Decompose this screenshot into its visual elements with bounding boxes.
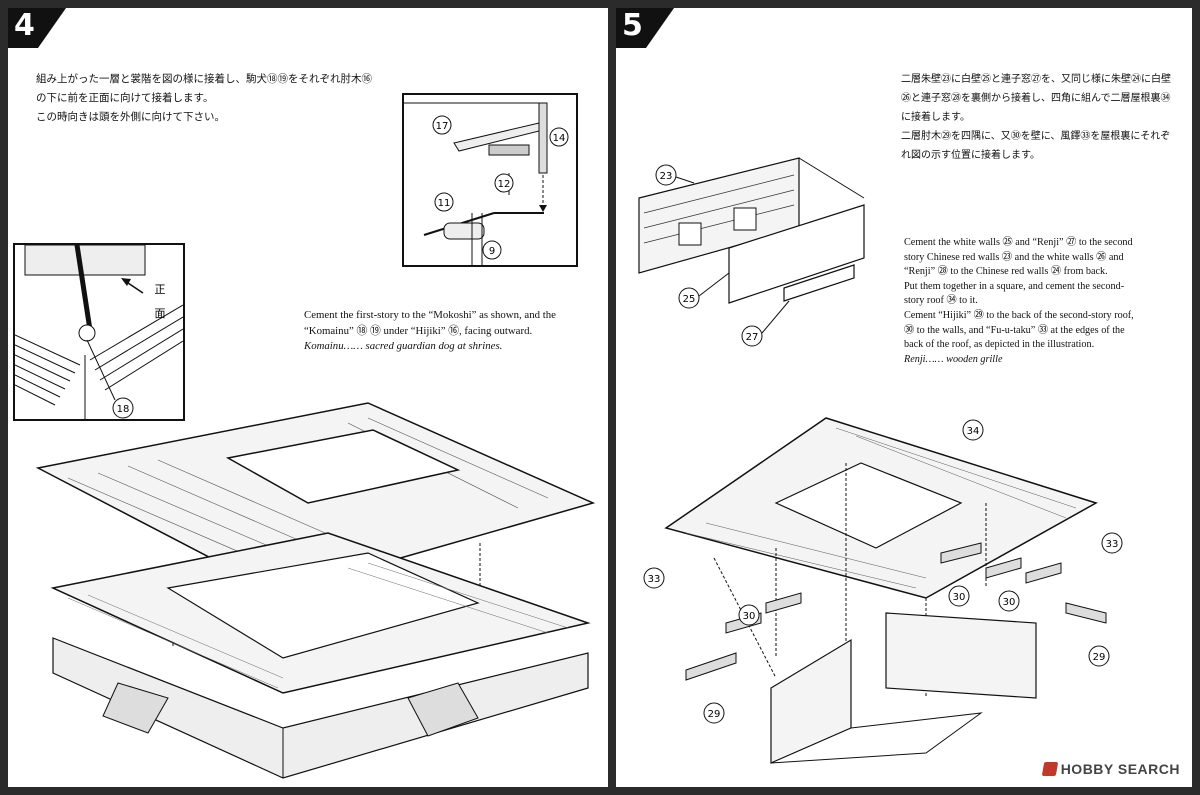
jp-line: 組み上がった一層と裳階を図の様に接着し、駒犬⑱⑲をそれぞれ肘木⑯ [36,73,372,85]
jp-line: 二層朱壁㉓に白壁㉕と連子窓㉗を、又同じ様に朱壁㉔に白壁 [901,74,1171,85]
en-line: story Chinese red walls ㉓ and the white … [904,251,1124,263]
en-line: Put them together in a square, and cemen… [904,280,1125,292]
wall-assembly-drawing: 23 25 27 [638,157,865,347]
step-5-en-instructions: Cement the white walls ㉕ and “Renji” ㉗ t… [904,236,1184,367]
komainu-detail-drawing: 正 面 18 [15,245,183,419]
en-line: “Renji” ㉘ to the Chinese red walls ㉔ fro… [904,266,1108,278]
step-4-assembly-drawing [35,402,596,779]
step-5-badge [616,8,674,48]
part-label: 30 [953,592,966,603]
en-line: ㉚ to the walls, and “Fu-u-taku” ㉝ at the… [904,324,1125,336]
jp-line: の下に前を正面に向けて接着します。 [36,92,214,104]
step-4-en-instructions: Cement the first-story to the “Mokoshi” … [304,308,594,355]
part-label: 30 [743,611,756,622]
front-label-char1: 正 [155,283,166,296]
part-label: 34 [967,426,980,437]
part-label: 23 [660,171,673,182]
part-label: 33 [1106,539,1119,550]
part-label: 17 [436,121,449,132]
jp-line: れ図の示す位置に接着します。 [901,150,1040,161]
en-line: story roof ㉞ to it. [904,295,978,307]
jp-line: に接着します。 [901,112,970,123]
section-detail-inset: 17 14 12 11 9 [402,93,578,267]
part-label: 14 [553,133,566,144]
part-label: 29 [1093,652,1106,663]
step-5-jp-instructions: 二層朱壁㉓に白壁㉕と連子窓㉗を、又同じ様に朱壁㉔に白壁 ㉖と連子窓㉘を裏側から接… [901,70,1191,165]
jp-line: ㉖と連子窓㉘を裏側から接着し、四角に組んで二層屋根裏㉞ [901,93,1171,104]
part-label: 18 [117,404,130,415]
part-label: 25 [683,294,696,305]
step-5-page: 5 二層朱壁㉓に白壁㉕と連子窓㉗を、又同じ様に朱壁㉔に白壁 ㉖と連子窓㉘を裏側か… [616,8,1192,787]
part-label: 33 [648,574,661,585]
roof-assembly-drawing: 34 33 33 30 30 30 29 29 [643,417,1123,764]
watermark-text: HOBBY SEARCH [1060,761,1180,777]
jp-line: この時向きは頭を外側に向けて下さい。 [36,111,225,123]
step-4-page: 4 組み上がった一層と裳階を図の様に接着し、駒犬⑱⑲をそれぞれ肘木⑯ の下に前を… [8,8,608,787]
step-4-jp-instructions: 組み上がった一層と裳階を図の様に接着し、駒犬⑱⑲をそれぞれ肘木⑯ の下に前を正面… [36,70,396,127]
step-4-badge [8,8,66,48]
step-5-number: 5 [622,8,643,43]
part-label: 27 [746,332,759,343]
en-line: Cement the first-story to the “Mokoshi” … [304,309,556,321]
part-label: 30 [1003,597,1016,608]
en-line: back of the roof, as depicted in the ill… [904,339,1095,351]
en-line: Cement “Hijiki” ㉙ to the back of the sec… [904,309,1134,321]
part-label: 9 [489,246,495,257]
en-line: “Komainu” ⑱ ⑲ under “Hijiki” ⑯, facing o… [304,324,533,337]
en-note: Renji…… wooden grille [904,353,1003,365]
part-label: 12 [498,179,511,190]
watermark: HOBBY SEARCH [1041,761,1180,777]
step-4-number: 4 [14,8,35,43]
front-label-char2: 面 [155,307,166,320]
hobby-search-logo-icon [1041,762,1058,776]
en-line: Cement the white walls ㉕ and “Renji” ㉗ t… [904,237,1133,248]
jp-line: 二層肘木㉙を四隅に、又㉚を壁に、風鐸㉝を屋根裏にそれぞ [901,131,1171,142]
en-note: Komainu…… sacred guardian dog at shrines… [304,340,503,352]
part-label: 29 [708,709,721,720]
komainu-detail-inset: 正 面 18 [13,243,185,421]
part-label: 11 [438,198,451,209]
section-detail-drawing: 17 14 12 11 9 [404,102,569,265]
